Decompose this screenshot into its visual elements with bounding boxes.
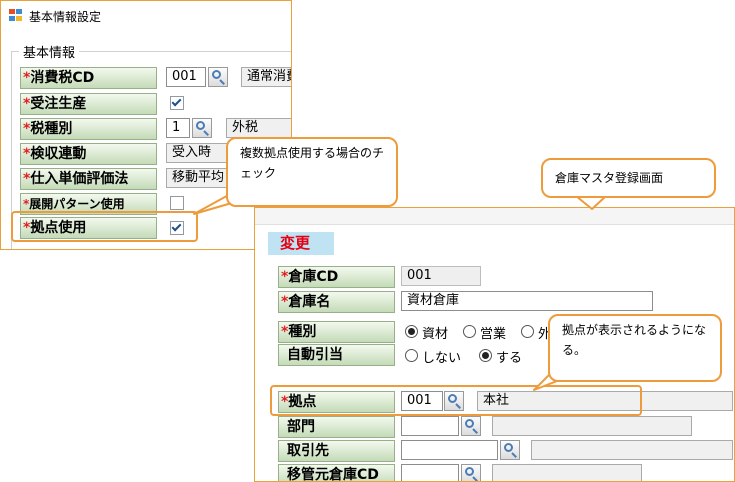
warehouse-name-label: *倉庫名 xyxy=(278,291,395,313)
auto-allocation-radio-yes[interactable] xyxy=(479,349,492,362)
site-usage-label: *拠点使用 xyxy=(20,217,157,239)
window-titlebar: 基本情報設定 xyxy=(1,1,291,31)
tax-type-name: 外税 xyxy=(226,118,291,138)
tax-cd-label: *消費税CD xyxy=(20,67,157,89)
group-box-label: 基本情報 xyxy=(19,42,80,61)
department-label-text: 部門 xyxy=(287,419,315,435)
warehouse-cd-label: *倉庫CD xyxy=(278,266,395,288)
type-radio-sales[interactable] xyxy=(463,325,476,338)
department-code-input[interactable] xyxy=(401,416,459,436)
tax-cd-label-text: 消費税CD xyxy=(30,70,95,86)
required-mark: * xyxy=(23,146,31,162)
required-mark: * xyxy=(281,269,289,285)
required-mark: * xyxy=(23,171,31,187)
tax-cd-name: 通常消費 xyxy=(241,67,291,87)
warehouse-name-label-text: 倉庫名 xyxy=(288,294,331,310)
site-label: *拠点 xyxy=(278,391,395,413)
search-icon[interactable] xyxy=(461,416,481,436)
search-icon[interactable] xyxy=(500,440,520,460)
required-mark: * xyxy=(281,294,289,310)
site-code-input[interactable]: 001 xyxy=(401,391,443,411)
callout-multi-site-check-text: 複数拠点使用する場合のチェック xyxy=(240,146,385,180)
inspection-link-label-text: 検収連動 xyxy=(30,146,87,162)
supplier-label: 取引先 xyxy=(278,440,395,462)
warehouse-cd-label-text: 倉庫CD xyxy=(288,269,339,285)
required-mark: * xyxy=(23,70,31,86)
auto-allocation-option-no: しない xyxy=(422,351,462,366)
callout-multi-site-check: 複数拠点使用する場合のチェック xyxy=(226,137,398,207)
expansion-pattern-label-text: 展開パターン使用 xyxy=(29,197,125,211)
tax-type-label-text: 税種別 xyxy=(30,121,73,137)
group-box-frame xyxy=(11,51,291,249)
site-usage-label-text: 拠点使用 xyxy=(30,220,87,236)
auto-allocation-label: 自動引当 xyxy=(278,344,395,366)
search-icon[interactable] xyxy=(461,464,481,481)
type-label-text: 種別 xyxy=(288,324,317,340)
tax-type-input[interactable]: 1 xyxy=(166,118,190,138)
warehouse-name-input[interactable]: 資材倉庫 xyxy=(401,291,653,311)
unit-price-eval-select[interactable]: 移動平均 xyxy=(166,168,236,188)
site-name-field: 本社 xyxy=(477,391,733,411)
department-name-field xyxy=(492,416,692,436)
callout-site-displayed: 拠点が表示されるようになる。 xyxy=(548,314,722,382)
search-icon[interactable] xyxy=(444,391,464,411)
app-icon xyxy=(9,9,23,22)
auto-allocation-option-yes: する xyxy=(496,351,523,366)
transfer-warehouse-label: 移管元倉庫CD xyxy=(278,464,395,482)
mode-badge: 変更 xyxy=(268,232,334,255)
type-label: *種別 xyxy=(278,321,395,343)
unit-price-eval-label-text: 仕入単価評価法 xyxy=(30,171,129,187)
site-usage-highlight xyxy=(11,211,198,242)
required-mark: * xyxy=(23,220,31,236)
search-icon[interactable] xyxy=(192,118,212,138)
callout-site-displayed-text: 拠点が表示されるようになる。 xyxy=(562,323,707,357)
transfer-warehouse-code-input[interactable] xyxy=(401,464,459,481)
type-option-sales: 営業 xyxy=(480,327,507,342)
window-title: 基本情報設定 xyxy=(29,10,102,24)
type-option-material: 資材 xyxy=(422,327,449,342)
auto-allocation-radio-no[interactable] xyxy=(405,349,418,362)
order-production-checkbox[interactable] xyxy=(170,96,184,110)
required-mark: * xyxy=(281,394,289,410)
supplier-label-text: 取引先 xyxy=(287,443,329,459)
required-mark: * xyxy=(23,96,31,112)
search-icon[interactable] xyxy=(208,67,228,87)
type-radio-material[interactable] xyxy=(405,325,418,338)
required-mark: * xyxy=(23,121,31,137)
tax-type-label: *税種別 xyxy=(20,118,157,140)
order-production-label: *受注生産 xyxy=(20,93,157,115)
transfer-warehouse-name-field xyxy=(492,464,642,481)
warehouse-master-window: 変更 *倉庫CD 001 *倉庫名 資材倉庫 *種別 資材 営業 外 自動引当 … xyxy=(254,207,735,482)
tax-cd-input[interactable]: 001 xyxy=(166,67,206,87)
required-mark: * xyxy=(281,324,289,340)
warehouse-cd-field[interactable]: 001 xyxy=(401,266,481,286)
auto-allocation-label-text: 自動引当 xyxy=(287,347,343,363)
expansion-pattern-label: *展開パターン使用 xyxy=(20,193,157,215)
type-option-external: 外 xyxy=(538,327,552,342)
supplier-code-input[interactable] xyxy=(401,440,498,460)
required-mark: * xyxy=(23,197,30,211)
department-label: 部門 xyxy=(278,416,395,438)
site-usage-checkbox[interactable] xyxy=(170,221,184,235)
site-row-highlight xyxy=(270,385,642,416)
transfer-warehouse-label-text: 移管元倉庫CD xyxy=(287,467,379,482)
type-radio-external[interactable] xyxy=(521,325,534,338)
supplier-name-field xyxy=(531,440,733,460)
inspection-link-label: *検収連動 xyxy=(20,143,157,165)
window-topbar xyxy=(255,208,734,225)
order-production-label-text: 受注生産 xyxy=(30,96,87,112)
basic-info-settings-window: 基本情報設定 基本情報 *消費税CD 001 通常消費 *受注生産 *税種別 1… xyxy=(0,0,292,250)
callout-warehouse-master: 倉庫マスタ登録画面 xyxy=(541,158,716,198)
inspection-link-select[interactable]: 受入時 xyxy=(166,143,236,163)
site-label-text: 拠点 xyxy=(288,394,317,410)
unit-price-eval-label: *仕入単価評価法 xyxy=(20,168,157,190)
expansion-pattern-checkbox[interactable] xyxy=(170,196,184,210)
callout-warehouse-master-text: 倉庫マスタ登録画面 xyxy=(555,171,664,185)
